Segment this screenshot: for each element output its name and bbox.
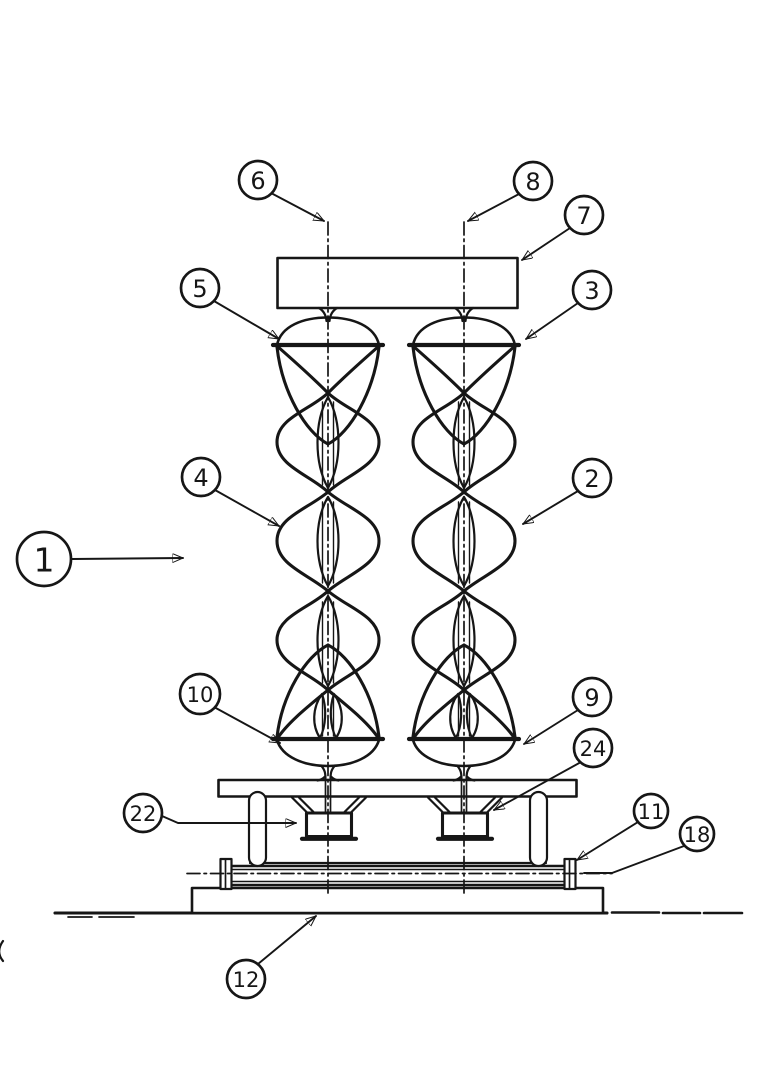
callout-10: 10	[178, 672, 281, 744]
callout-6: 6	[237, 159, 325, 222]
callout-number: 4	[193, 464, 208, 492]
base-assembly	[186, 778, 613, 915]
callout-circle	[563, 194, 605, 236]
callout-1: 1	[15, 530, 184, 588]
callout-circle	[632, 792, 670, 830]
callout-number: 10	[187, 683, 214, 707]
callout-circle	[571, 676, 613, 718]
callout-4-leader	[214, 489, 280, 527]
callout-11: 11	[576, 792, 670, 861]
callout-circle	[180, 456, 222, 498]
callout-4: 4	[180, 456, 280, 527]
callout-number: 7	[576, 202, 591, 230]
callout-2: 2	[522, 457, 613, 525]
callout-number: 3	[584, 277, 599, 305]
axle-tube-inner-lines	[231, 868, 565, 883]
callout-circle	[512, 160, 554, 202]
support-post-right	[528, 790, 549, 868]
callout-5-leader	[213, 300, 280, 340]
callout-24: 24	[493, 727, 614, 811]
support-post-left	[247, 790, 268, 868]
ground-line-right	[610, 911, 744, 915]
callout-number: 1	[34, 541, 55, 580]
callout-12: 12	[225, 915, 317, 1000]
callout-circle	[179, 267, 221, 309]
callout-22: 22	[122, 792, 297, 834]
callout-number: 6	[250, 167, 265, 195]
callout-11-leader	[576, 821, 639, 861]
callout-number: 24	[580, 737, 607, 761]
callout-circle	[225, 958, 267, 1000]
callouts: 1 2 3 4 5 6 7	[15, 159, 716, 1000]
callout-8: 8	[467, 160, 554, 222]
callout-12-leader	[257, 915, 317, 965]
callout-number: 9	[584, 684, 599, 712]
callout-number: 2	[584, 465, 599, 493]
callout-number: 8	[525, 168, 540, 196]
callout-circle	[571, 269, 613, 311]
callout-8-leader	[467, 193, 520, 222]
callout-number: 12	[233, 968, 260, 992]
callout-number: 11	[638, 800, 665, 824]
callout-number: 18	[684, 823, 711, 847]
callout-2-leader	[522, 490, 579, 525]
callout-24-leader	[493, 761, 582, 811]
callout-circle	[571, 457, 613, 499]
callout-3: 3	[525, 269, 613, 340]
callout-6-leader	[270, 192, 325, 222]
callout-circle	[572, 727, 614, 769]
callout-18: 18	[583, 815, 716, 874]
callout-circle	[178, 672, 222, 716]
callout-22-leader	[161, 815, 297, 823]
callout-7-leader	[521, 227, 571, 261]
callout-7: 7	[521, 194, 605, 261]
callout-10-leader	[213, 706, 281, 744]
platform-deck	[217, 778, 578, 798]
callout-number: 22	[130, 802, 157, 826]
top-support-beam	[276, 256, 519, 310]
callout-3-leader	[525, 302, 579, 340]
callout-1-leader	[71, 558, 184, 559]
callout-circle	[237, 159, 279, 201]
base-plate	[190, 886, 605, 915]
callout-number: 5	[192, 275, 207, 303]
callout-circle	[678, 815, 716, 853]
callout-9: 9	[523, 676, 613, 745]
callout-18-leader	[583, 845, 685, 874]
scan-artifact	[0, 939, 5, 963]
callout-circle	[122, 792, 164, 834]
callout-circle	[15, 530, 73, 588]
callout-5: 5	[179, 267, 280, 340]
callout-9-leader	[523, 709, 579, 745]
